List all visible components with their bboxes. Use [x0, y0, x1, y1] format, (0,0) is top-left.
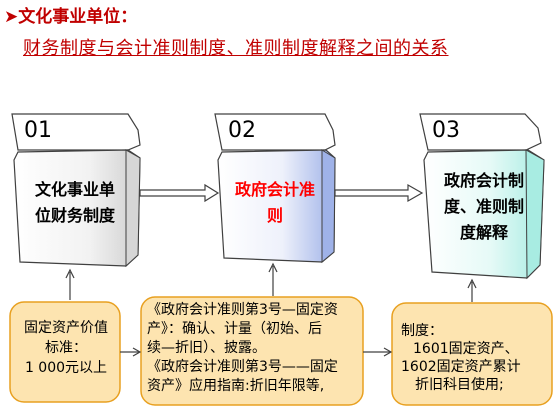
card-01-label: 文化事业单 位财务制度	[20, 177, 130, 229]
note-box-right	[391, 302, 553, 406]
note-right-text: 制度： 1601固定资产、 1602固定资产累计 折旧科目使用;	[401, 322, 551, 394]
card-03	[419, 113, 545, 280]
card-02-label-line1: 政府会计准	[234, 180, 315, 199]
note-middle-line4: 《政府会计准则第3号——固定	[147, 359, 338, 375]
arrow-card2-to-card3	[334, 183, 424, 203]
card-02-label: 政府会计准 则	[222, 177, 328, 229]
note-box-middle	[140, 296, 364, 406]
card-03-label-line2: 度、准则制	[443, 197, 524, 216]
note-middle-line2: 产》：确认、计量（初始、后	[147, 321, 322, 337]
card-01-label-line2: 位财务制度	[34, 206, 115, 225]
note-left-text: 固定资产价值 标准： 1 000元以上	[14, 318, 118, 378]
arrow-note2-to-note3	[363, 347, 393, 357]
note-right-line2: 1601固定资产、	[413, 341, 519, 357]
note-right-line1: 制度：	[401, 323, 443, 339]
arrow-bullet-icon: ➤	[4, 7, 19, 27]
card-02-number: 02	[228, 118, 256, 143]
note-middle-line5: 资产》应用指南:折旧年限等,	[147, 378, 325, 394]
card-01	[11, 113, 141, 268]
card-03-label-line1: 政府会计制	[443, 171, 524, 190]
note-left-line2: 标准：	[45, 340, 87, 356]
note-middle-text: 《政府会计准则第3号—固定资 产》：确认、计量（初始、后 续—折旧）、披露。 《…	[147, 301, 361, 396]
slide-title-text: 文化事业单位：	[18, 7, 138, 27]
note-middle-line3: 续—折旧）、披露。	[147, 340, 266, 356]
note-right-line4: 折旧科目使用;	[415, 377, 504, 393]
card-03-number: 03	[432, 118, 460, 143]
note-middle-line1: 《政府会计准则第3号—固定资	[147, 302, 338, 318]
arrow-note1-up	[65, 268, 75, 300]
card-01-label-line1: 文化事业单	[34, 180, 115, 199]
slide-title: ➤文化事业单位：	[4, 2, 137, 27]
card-03-label: 政府会计制 度、准则制 度解释	[432, 168, 536, 246]
arrow-card1-to-card2	[139, 183, 220, 203]
arrow-note3-up	[467, 278, 477, 302]
note-left-line1: 固定资产价值	[24, 320, 108, 336]
card-02	[214, 113, 336, 264]
slide-subtitle: 财务制度与会计准则制度、准则制度解释之间的关系	[23, 38, 449, 59]
note-right-line3: 1602固定资产累计	[401, 359, 521, 375]
card-01-number: 01	[24, 118, 52, 143]
arrow-note1-to-note2	[120, 347, 142, 357]
note-left-line3: 1 000元以上	[24, 360, 108, 376]
card-03-label-line3: 度解释	[459, 223, 508, 242]
card-02-label-line2: 则	[266, 206, 283, 225]
arrow-note2-up	[268, 262, 278, 296]
